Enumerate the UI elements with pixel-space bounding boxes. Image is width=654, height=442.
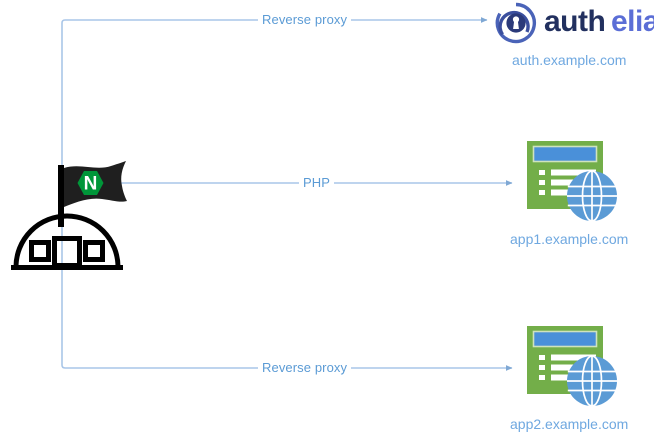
caption-app1-example-com: app1.example.com: [510, 231, 629, 247]
node-nginx-proxy[interactable]: N: [10, 155, 132, 275]
web-app-globe-icon: [527, 141, 617, 222]
authelia-keyhole-icon: [495, 2, 536, 44]
web-app-globe-icon: [527, 326, 617, 407]
connector-proxy-app2: [61, 196, 513, 371]
caption-app2-example-com: app2.example.com: [510, 416, 629, 432]
node-app1[interactable]: [524, 138, 628, 228]
caption-auth-example-com: auth.example.com: [512, 52, 627, 68]
edge-label-reverse-proxy-bottom: Reverse proxy: [258, 360, 352, 375]
edge-label-php: PHP: [299, 175, 335, 190]
nginx-flag-letter: N: [84, 174, 98, 195]
authelia-wordmark-dark: auth: [544, 5, 606, 38]
connector-proxy-authelia: [61, 17, 488, 196]
node-authelia[interactable]: auth elia: [492, 2, 654, 44]
edge-label-reverse-proxy-top: Reverse proxy: [258, 12, 352, 27]
nginx-dome-flag-icon: N: [11, 161, 127, 270]
authelia-wordmark-light: elia: [611, 5, 654, 38]
node-app2[interactable]: [524, 323, 628, 413]
